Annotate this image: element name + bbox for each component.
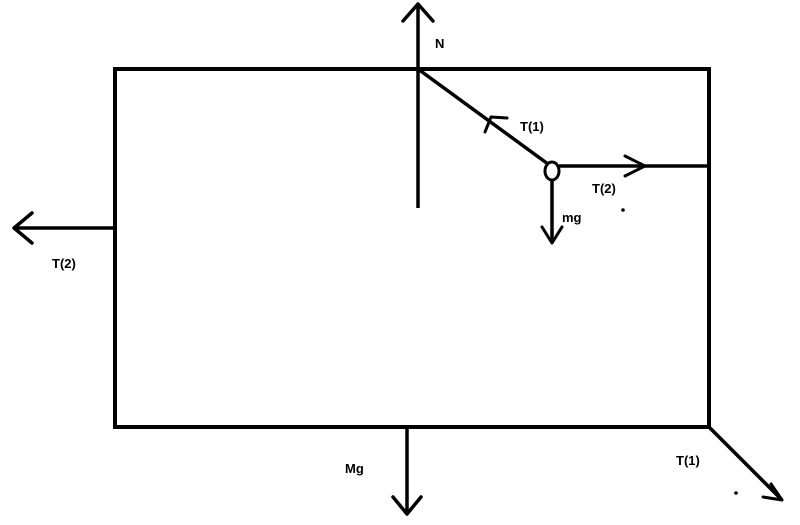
tension-2-outer-label: T(2) [52, 256, 76, 271]
large-mass-weight-arrowhead [391, 495, 423, 516]
string-segment-diagonal [416, 67, 550, 166]
tension-2-outer-arrowhead [12, 211, 34, 245]
small-mass-ring [543, 160, 561, 182]
normal-force-arrowhead [401, 2, 435, 23]
tension-1-inner-arrowhead [483, 115, 509, 134]
normal-force-label: N [435, 36, 444, 51]
tension-2-inner-label: T(2) [592, 181, 616, 196]
tension-1-outer-arrowhead [761, 482, 784, 502]
block-outline [113, 67, 711, 429]
stray-dot [621, 208, 625, 212]
tension-1-inner-label: T(1) [520, 119, 544, 134]
small-mass-weight-label: mg [562, 210, 582, 225]
small-mass-weight-arrowhead [540, 225, 564, 245]
tension-1-outer-line [707, 425, 784, 502]
stray-dot-2 [734, 491, 738, 495]
large-mass-weight-label: Mg [345, 461, 364, 476]
tension-2-inner-arrowhead [623, 154, 647, 178]
tension-1-outer-label: T(1) [676, 453, 700, 468]
